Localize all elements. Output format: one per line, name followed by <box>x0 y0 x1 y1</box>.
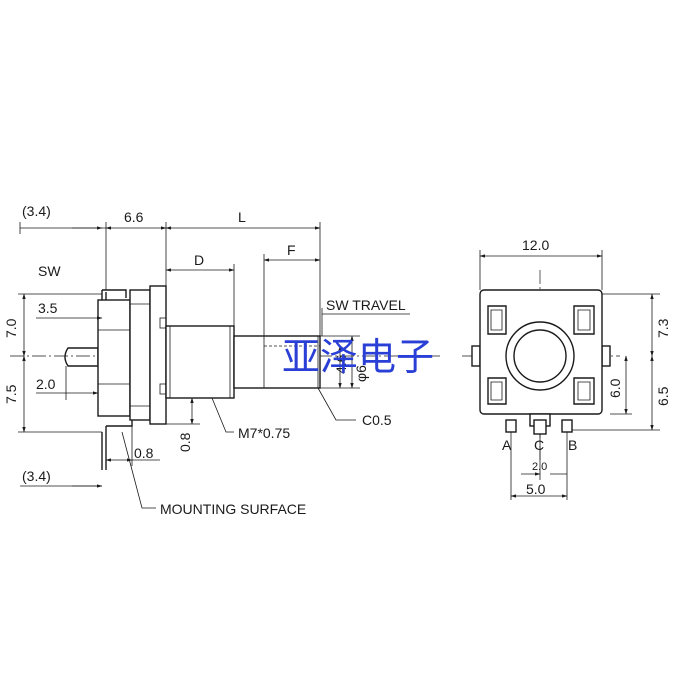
dim-6-0: 6.0 <box>607 378 623 398</box>
label-mounting-surface: MOUNTING SURFACE <box>160 501 306 517</box>
dim-0-8-vertical: 0.8 <box>177 432 193 452</box>
front-bushing-inner <box>513 329 567 383</box>
dim-F: F <box>287 242 296 258</box>
sw-pin-top <box>102 289 127 298</box>
dim-7-5: 7.5 <box>3 384 19 404</box>
pin-c <box>533 419 547 435</box>
pin-label-b: B <box>568 437 577 453</box>
dim-7-0: 7.0 <box>3 318 19 338</box>
front-view: A C B 12.0 7.3 6.0 6.5 2.0 5.0 <box>462 237 671 500</box>
dim-3-5: 3.5 <box>38 300 58 316</box>
housing-front <box>149 285 167 425</box>
mount-pin-bottom-tab <box>106 418 133 427</box>
label-chamfer: C0.5 <box>362 412 392 428</box>
dim-0-8-horizontal: 0.8 <box>134 445 154 461</box>
dim-6-5: 6.5 <box>655 386 671 406</box>
dim-2-0-front: 2.0 <box>532 461 547 473</box>
dim-L: L <box>238 209 246 225</box>
dim-3-4-top: (3.4) <box>22 203 51 219</box>
label-sw-travel: SW TRAVEL <box>326 297 406 313</box>
dim-5-0: 5.0 <box>526 481 546 497</box>
pin-a <box>505 419 517 433</box>
dim-4-6: 4.6 <box>333 354 349 374</box>
dim-12-0: 12.0 <box>522 237 549 253</box>
pin-label-a: A <box>502 437 512 453</box>
threaded-bushing <box>165 325 235 399</box>
shaft <box>233 335 321 389</box>
dim-phi-6: φ6 <box>353 365 369 382</box>
dim-7-3: 7.3 <box>655 318 671 338</box>
dim-2-0-side: 2.0 <box>36 376 56 392</box>
side-view: (3.4) 6.6 L D F SW 7.0 7.5 3.5 2.0 SW TR… <box>3 203 440 517</box>
housing-step <box>129 289 151 421</box>
label-thread: M7*0.75 <box>238 425 290 441</box>
watermark-text: 亚泽电子 <box>282 335 434 379</box>
rear-stub <box>64 347 99 367</box>
front-bushing-outer <box>505 321 575 391</box>
pin-b <box>561 419 573 433</box>
dim-D: D <box>194 252 204 268</box>
pin-label-c: C <box>534 437 544 453</box>
dim-3-4-bottom: (3.4) <box>22 468 51 484</box>
dim-6-6: 6.6 <box>124 209 144 225</box>
rear-body <box>97 299 131 417</box>
label-sw: SW <box>38 263 61 279</box>
